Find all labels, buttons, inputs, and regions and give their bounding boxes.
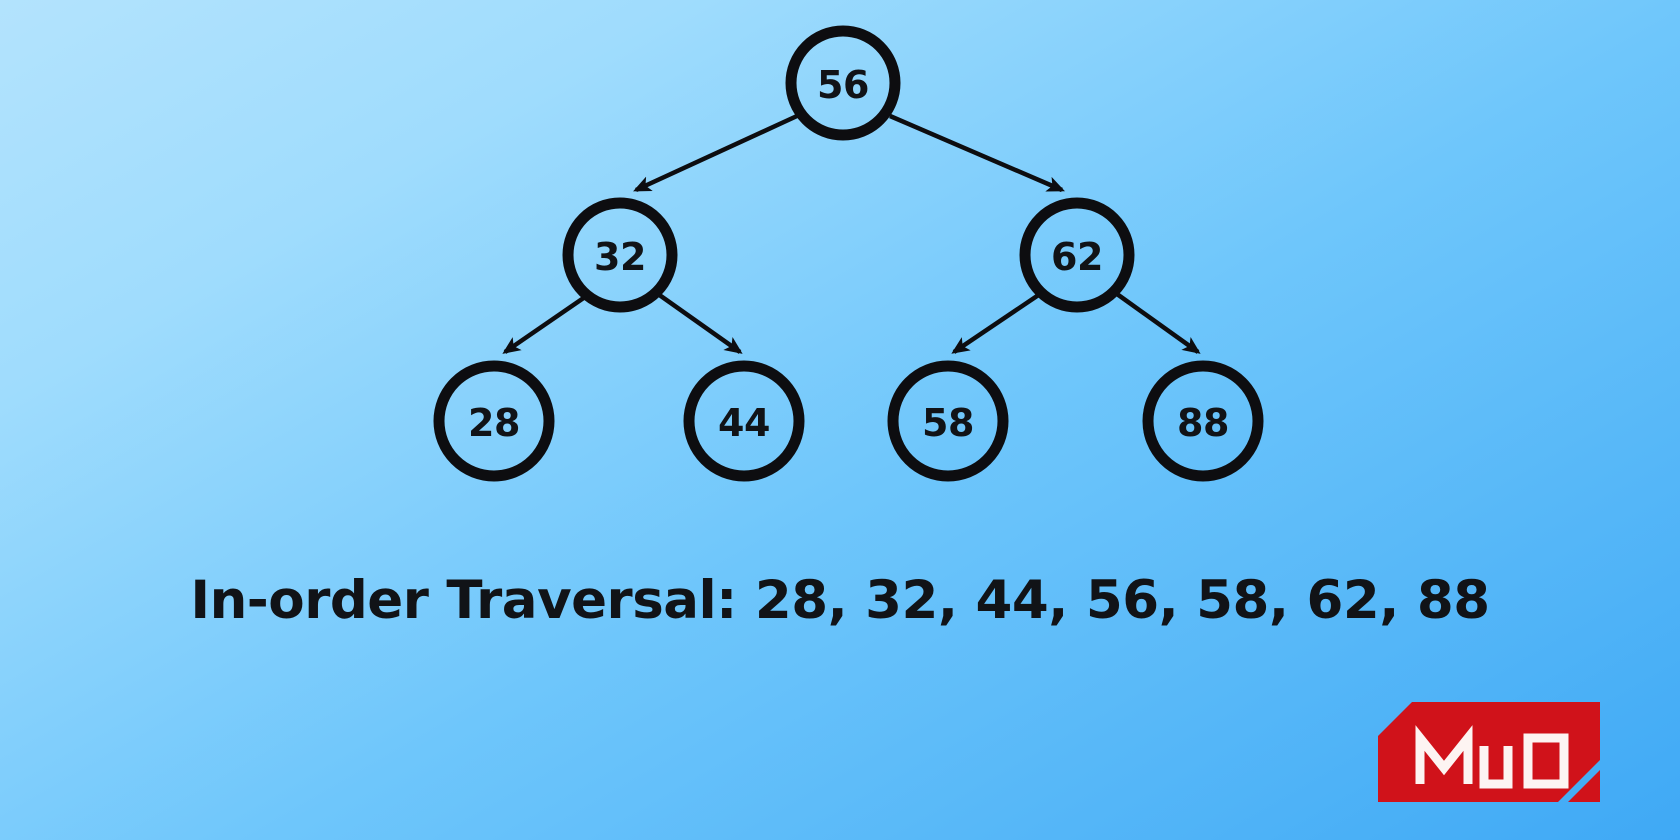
node-circle-88	[1142, 360, 1264, 482]
logo-wordmark	[1415, 725, 1569, 789]
logo-shape	[1378, 702, 1600, 802]
edge-56-62	[889, 113, 1065, 193]
node-circle-58	[887, 360, 1009, 482]
node-circle-62	[1019, 197, 1135, 313]
node-label-28: 28	[468, 401, 520, 445]
node-circle-56	[785, 25, 901, 141]
edge-56-32	[633, 113, 798, 193]
traversal-caption: In-order Traversal: 28, 32, 44, 56, 58, …	[190, 570, 1490, 631]
node-circle-28	[433, 360, 555, 482]
node-label-58: 58	[922, 401, 974, 445]
node-circle-32	[562, 197, 678, 313]
logo-corner-triangle	[1568, 770, 1600, 802]
edge-32-44	[656, 292, 743, 354]
node-label-44: 44	[718, 401, 770, 445]
tree-node-58[interactable]: 58	[887, 360, 1009, 482]
tree-node-88[interactable]: 88	[1142, 360, 1264, 482]
edge-62-88	[1115, 292, 1201, 354]
tree-edges	[502, 113, 1201, 354]
node-label-88: 88	[1177, 401, 1229, 445]
node-label-56: 56	[817, 63, 869, 107]
tree-node-28[interactable]: 28	[433, 360, 555, 482]
edge-32-28	[502, 295, 587, 354]
edge-62-58	[951, 292, 1042, 354]
tree-node-62[interactable]: 62	[1019, 197, 1135, 313]
tree-node-56[interactable]: 56	[785, 25, 901, 141]
muo-logo: MUO	[1378, 702, 1600, 802]
node-label-32: 32	[594, 235, 646, 279]
node-circle-44	[683, 360, 805, 482]
node-label-62: 62	[1051, 235, 1103, 279]
tree-node-44[interactable]: 44	[683, 360, 805, 482]
tree-node-32[interactable]: 32	[562, 197, 678, 313]
